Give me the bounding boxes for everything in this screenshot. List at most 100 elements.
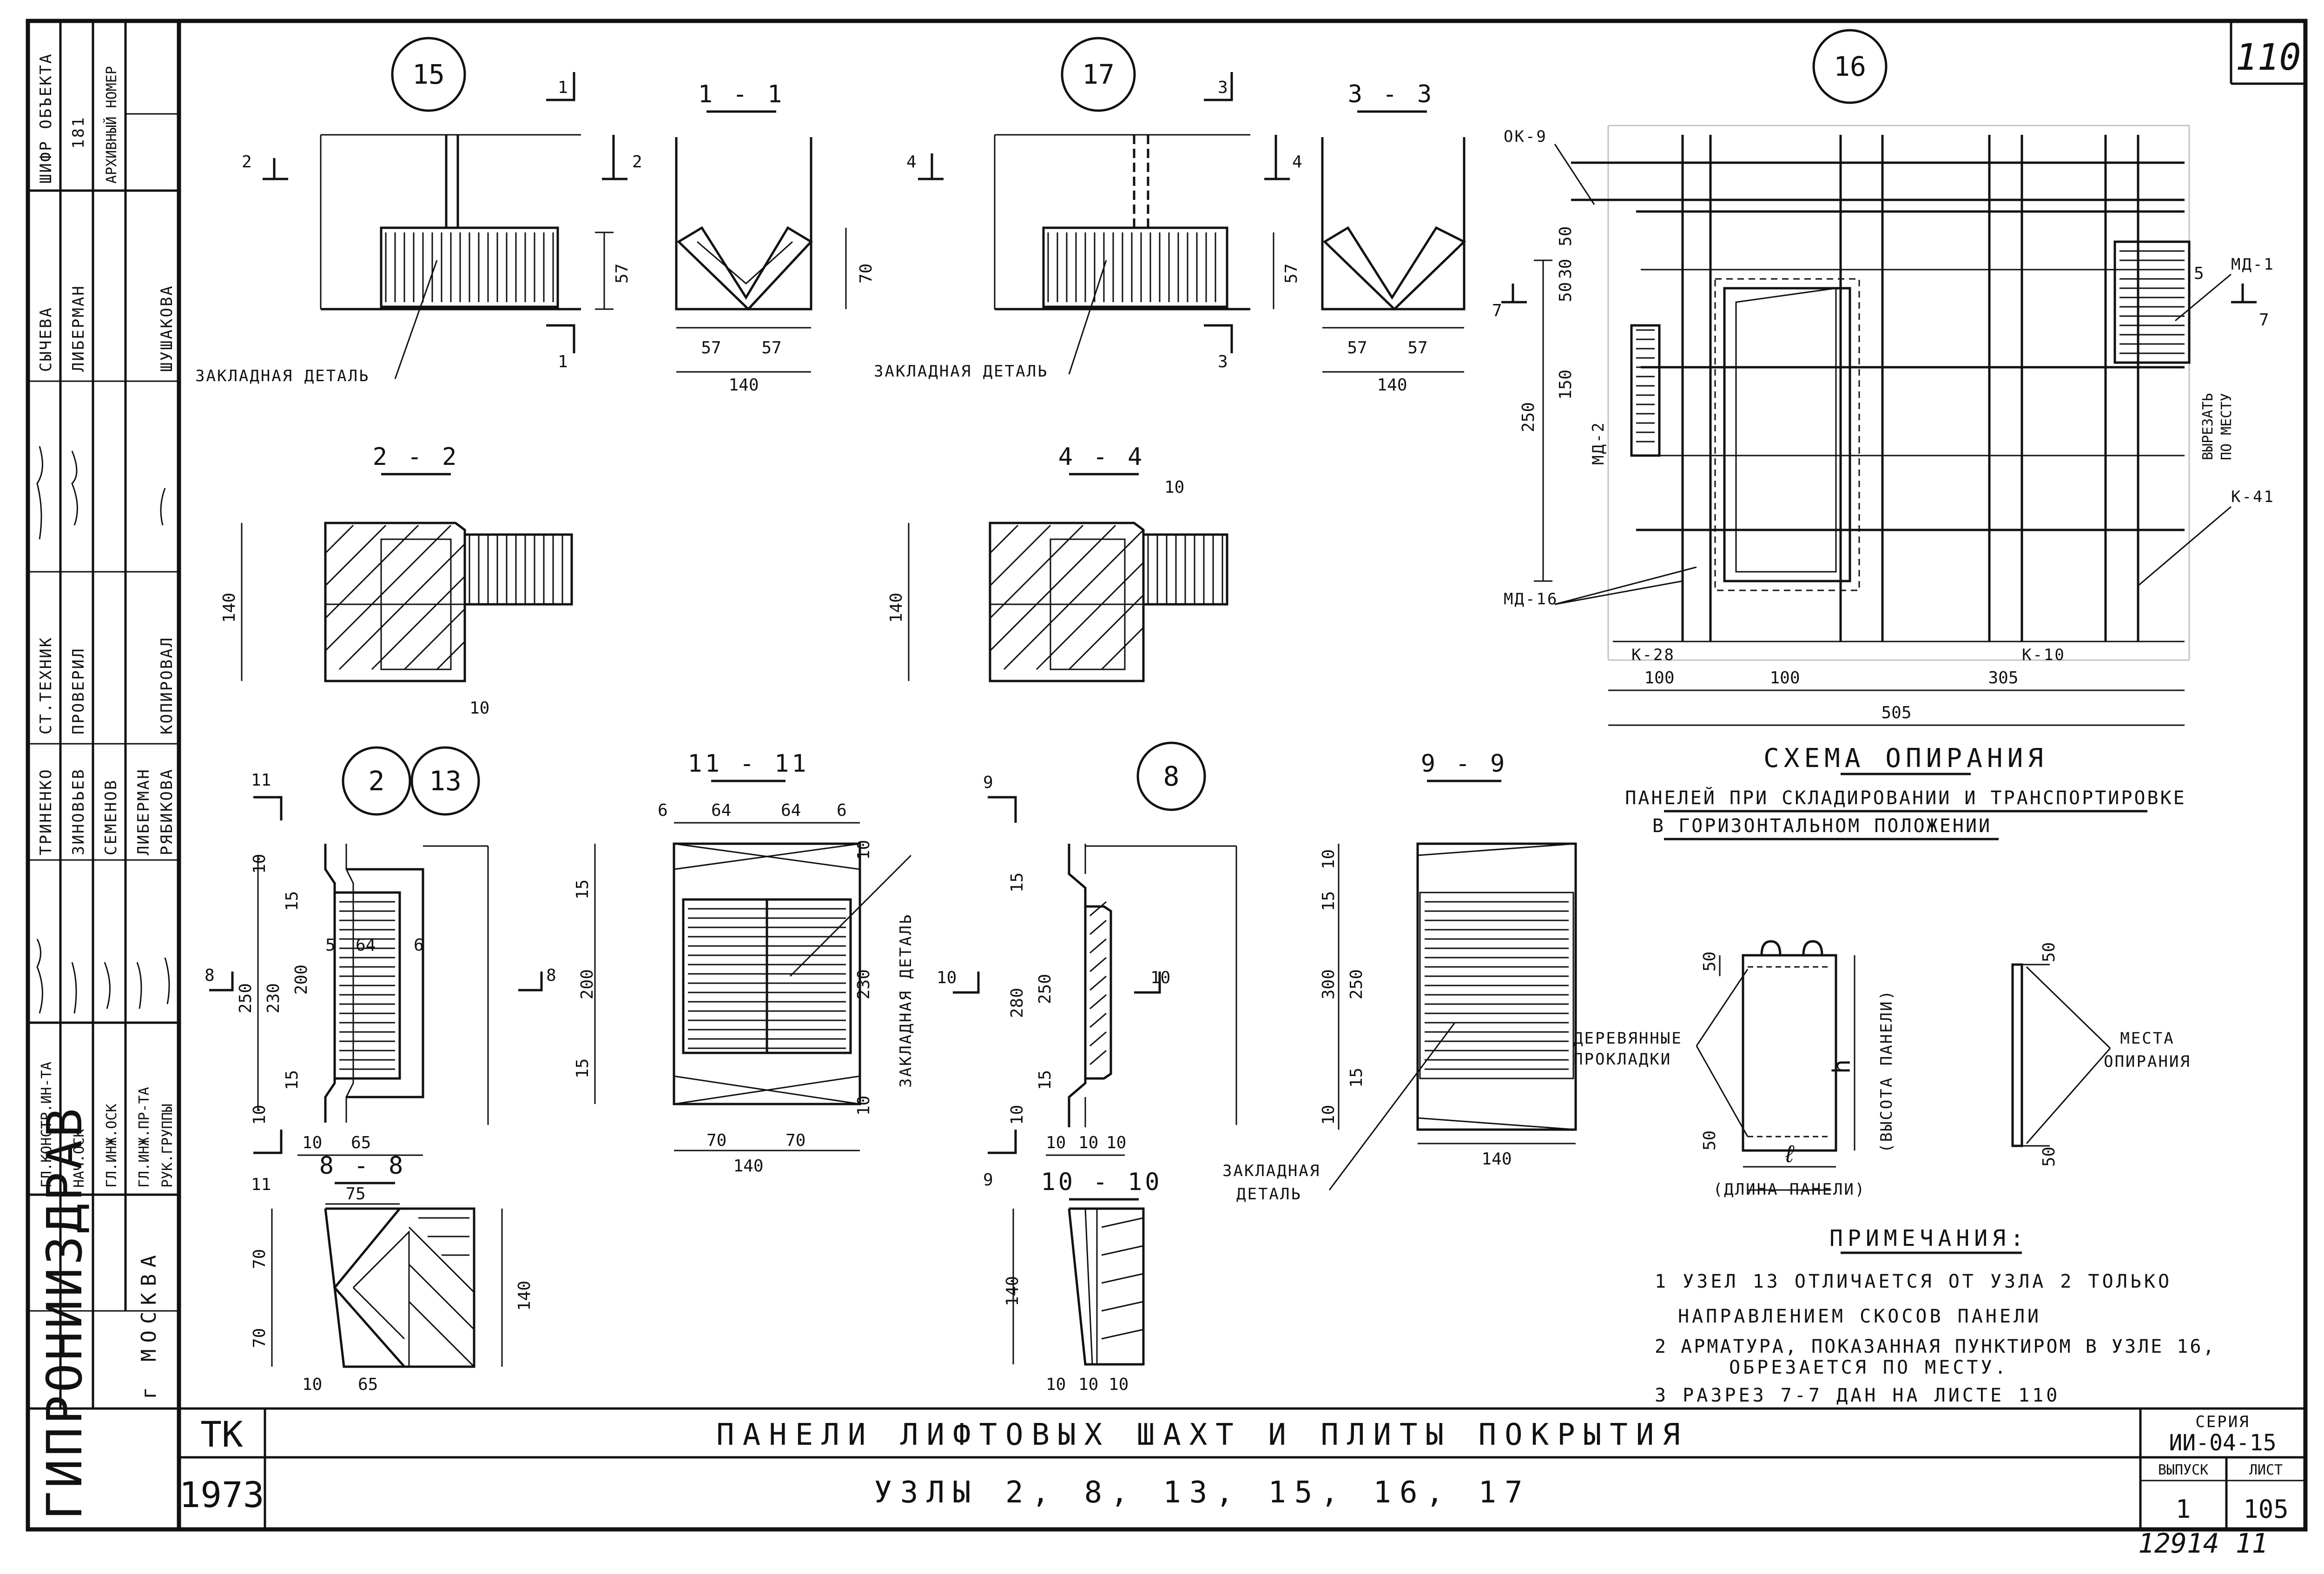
label-cut-1: ВЫРЕЗАТЬ (2200, 393, 2216, 461)
section-1-1-title: 1 - 1 (698, 80, 785, 108)
signature-5 (71, 962, 77, 1014)
svg-text:70: 70 (786, 1131, 805, 1150)
svg-text:1: 1 (558, 78, 568, 97)
svg-text:7: 7 (1492, 301, 1502, 320)
node-8: 8 15 280 250 15 10 10 10 10 9 9 10 10 (937, 741, 1237, 1190)
svg-text:8: 8 (205, 966, 215, 985)
stamp-role-rukgruppy: РУК.ГРУППЫ (159, 1104, 176, 1188)
svg-text:300: 300 (1319, 969, 1338, 999)
svg-text:10: 10 (1319, 1105, 1338, 1125)
node-17: 17 57 3 3 4 4 ЗАКЛАДНАЯ ДЕТАЛЬ (874, 37, 1302, 381)
svg-text:7: 7 (2259, 311, 2269, 330)
svg-text:230: 230 (854, 969, 873, 999)
label-support-1: МЕСТА (2120, 1029, 2174, 1048)
sheet-frame (26, 19, 2308, 1532)
label-embedded-11-11: ЗАКЛАДНАЯ ДЕТАЛЬ (897, 913, 915, 1088)
stamp-name-shushakova: ШУШАКОВА (158, 284, 176, 372)
label-cut-2: ПО МЕСТУ (2218, 393, 2235, 461)
section-2-2-title: 2 - 2 (373, 443, 460, 471)
label-panel-height: (ВЫСОТА ПАНЕЛИ) (1877, 989, 1896, 1153)
stamp-role-glinzhosk: ГЛ.ИНЖ.ОСК (104, 1104, 120, 1188)
section-9-9: 9 - 9 10 15 300 250 15 10 140 ЗАКЛАДНАЯ … (1222, 750, 1577, 1204)
node-13-number: 13 (429, 765, 462, 797)
stamp-role-kopiroval: КОПИРОВАЛ (158, 636, 176, 734)
stamp-role-sttechnik: СТ.ТЕХНИК (37, 636, 55, 734)
notes-heading: ПРИМЕЧАНИЯ: (1829, 1225, 2028, 1251)
svg-text:4: 4 (1292, 152, 1302, 172)
svg-text:150: 150 (1556, 370, 1575, 400)
svg-text:70: 70 (857, 264, 876, 284)
sheet-value: 105 (2243, 1495, 2289, 1524)
note-3: 3 РАЗРЕЗ 7-7 ДАН НА ЛИСТЕ 110 (1655, 1385, 2060, 1406)
label-l: ℓ (1782, 1140, 1796, 1168)
note-2a: 2 АРМАТУРА, ПОКАЗАННАЯ ПУНКТИРОМ В УЗЛЕ … (1655, 1336, 2216, 1357)
svg-text:11: 11 (251, 1175, 271, 1194)
stamp-organization: ГИПРОНИИЗДРАВ г МОСКВА (36, 1105, 161, 1520)
signature-1 (36, 446, 43, 540)
svg-text:50: 50 (1556, 282, 1575, 302)
svg-text:305: 305 (1988, 668, 2018, 688)
node-16-number: 16 (1834, 51, 1866, 82)
svg-text:65: 65 (351, 1133, 371, 1152)
svg-text:15: 15 (1008, 873, 1027, 893)
notes: ПРИМЕЧАНИЯ: 1 УЗЕЛ 13 ОТЛИЧАЕТСЯ ОТ УЗЛА… (1655, 1225, 2216, 1406)
node-15-hatch (385, 232, 554, 302)
svg-text:3: 3 (1218, 352, 1228, 371)
svg-text:10: 10 (937, 968, 957, 987)
svg-text:15: 15 (573, 880, 592, 899)
svg-text:10: 10 (469, 699, 489, 718)
bottom-note: 12914 11 (2138, 1528, 2268, 1559)
sheet-label: ЛИСТ (2249, 1462, 2283, 1478)
svg-text:15: 15 (283, 891, 302, 911)
stamp-role-proveril: ПРОВЕРИЛ (69, 647, 88, 734)
label-h: h (1828, 1059, 1856, 1074)
svg-text:11: 11 (251, 771, 271, 790)
signature-7 (136, 962, 142, 1009)
stamp-column (28, 21, 179, 1410)
svg-text:57: 57 (1347, 338, 1367, 357)
svg-text:100: 100 (1769, 668, 1800, 688)
node-17-embedded-label: ЗАКЛАДНАЯ ДЕТАЛЬ (874, 362, 1049, 381)
svg-text:10: 10 (1078, 1375, 1098, 1394)
signature-2 (71, 450, 78, 526)
stamp-name-zinoviev: ЗИНОВЬЕВ (69, 768, 88, 855)
label-md16: МД-16 (1504, 590, 1558, 608)
section-3-3: 3 - 3 57 57 140 (1321, 80, 1466, 395)
issue-value: 1 (2176, 1495, 2191, 1524)
label-ok9: ОК-9 (1504, 127, 1547, 146)
svg-text:140: 140 (1377, 376, 1407, 395)
label-k10: К-10 (2022, 646, 2066, 664)
svg-text:250: 250 (1347, 969, 1366, 999)
section-8-8: 8 - 8 75 70 70 140 10 65 (250, 1152, 534, 1394)
stamp-archive-label: АРХИВНЫЙ НОМЕР (103, 66, 120, 184)
svg-text:6: 6 (837, 801, 847, 820)
section-2-2: 2 - 2 140 10 (220, 443, 573, 718)
svg-text:9: 9 (983, 773, 993, 792)
svg-text:140: 140 (1481, 1150, 1512, 1169)
svg-text:280: 280 (1008, 988, 1027, 1018)
node-15-number: 15 (412, 59, 445, 90)
svg-text:50: 50 (1700, 952, 1719, 972)
svg-text:57: 57 (761, 338, 781, 357)
svg-text:10: 10 (854, 1096, 873, 1116)
concrete-hatch-2-2 (324, 524, 466, 670)
svg-text:10: 10 (1046, 1133, 1066, 1152)
label-wood-pads-1: ДЕРЕВЯННЫЕ (1573, 1029, 1683, 1048)
svg-text:100: 100 (1644, 668, 1674, 688)
svg-text:30: 30 (1556, 259, 1575, 279)
org-name: ГИПРОНИИЗДРАВ (36, 1105, 93, 1520)
svg-text:505: 505 (1881, 703, 1911, 722)
svg-text:10: 10 (250, 1105, 269, 1125)
svg-text:140: 140 (1003, 1276, 1022, 1306)
svg-text:15: 15 (573, 1058, 592, 1078)
svg-text:57: 57 (701, 338, 721, 357)
section-10-10-title: 10 - 10 (1041, 1168, 1162, 1196)
stamp-code-label: ШИФР ОБЪЕКТА (37, 53, 55, 184)
support-scheme: СХЕМА ОПИРАНИЯ ПАНЕЛЕЙ ПРИ СКЛАДИРОВАНИИ… (1573, 743, 2190, 1199)
svg-text:10: 10 (1150, 968, 1170, 987)
node-15-embedded-label: ЗАКЛАДНАЯ ДЕТАЛЬ (195, 367, 370, 385)
title-block: ТК 1973 ПАНЕЛИ ЛИФТОВЫХ ШАХТ И ПЛИТЫ ПОК… (179, 1413, 2288, 1559)
stamp-code-value: 181 (69, 116, 88, 149)
svg-text:9: 9 (983, 1171, 993, 1190)
